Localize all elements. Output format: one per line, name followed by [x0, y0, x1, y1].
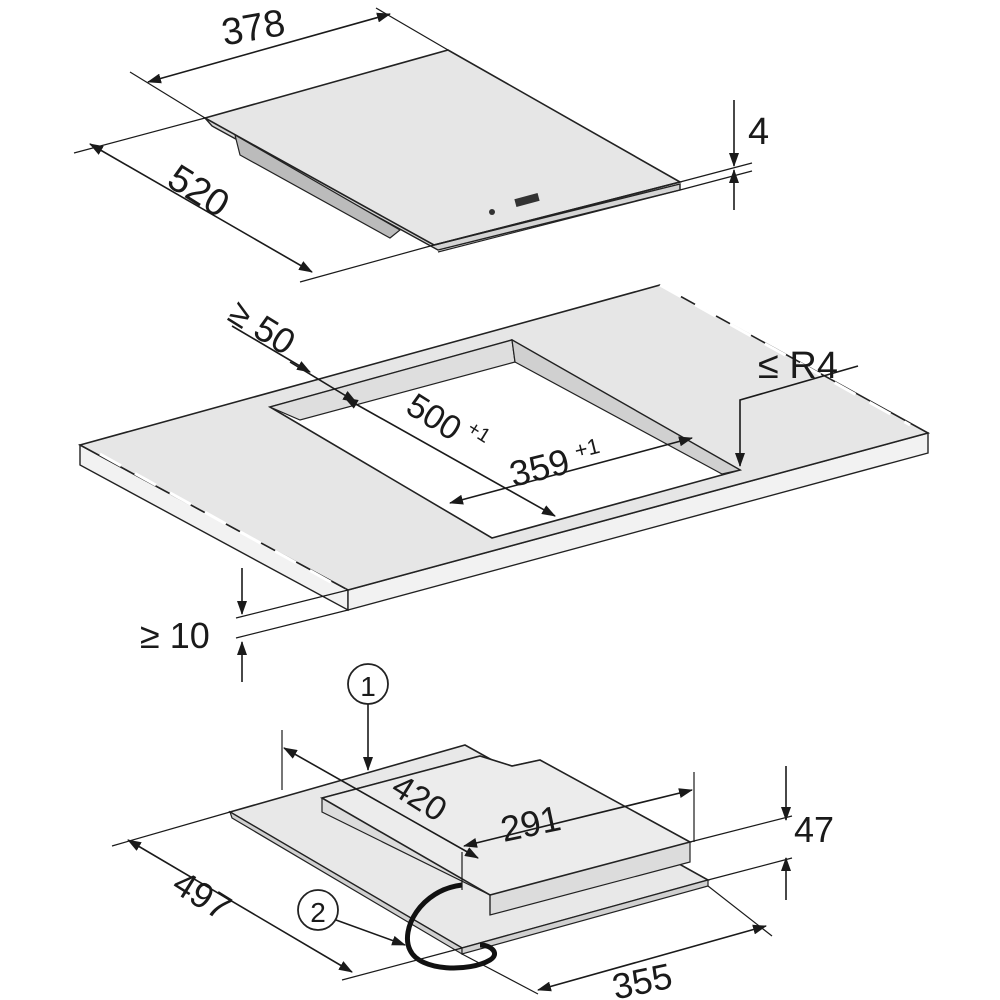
frame-width-label: 355	[608, 955, 675, 1000]
dimension-radius: ≤ R4	[735, 345, 859, 467]
hob-underside-view	[227, 744, 711, 971]
control-panel-icon	[514, 193, 540, 207]
power-indicator-icon	[489, 209, 495, 215]
frame-depth-label: 497	[166, 862, 239, 929]
dimension-47: 47	[689, 766, 834, 900]
callout-1-label: 1	[360, 671, 376, 702]
callout-1: 1	[347, 663, 389, 771]
cutout-width-tolerance: +1	[572, 433, 602, 463]
hob-top-view	[202, 49, 683, 253]
radius-label: ≤ R4	[758, 345, 838, 387]
dimension-4: 4	[679, 100, 769, 210]
width-label-378: 378	[219, 2, 289, 54]
dimension-min-10: ≥ 10	[140, 568, 349, 682]
worktop-thickness-label: ≥ 10	[140, 615, 210, 656]
edge-distance-label: ≥ 50	[222, 291, 303, 363]
depth-label-520: 520	[160, 157, 236, 226]
dimension-378: 378	[129, 2, 449, 119]
thickness-label-4: 4	[748, 111, 769, 153]
hob-glass-surface	[202, 49, 683, 246]
worktop-with-cutout	[77, 283, 931, 612]
height-label-47: 47	[794, 809, 834, 850]
dimension-355: 355	[461, 885, 773, 1000]
power-cable	[404, 882, 497, 971]
callout-2-label: 2	[310, 897, 326, 928]
